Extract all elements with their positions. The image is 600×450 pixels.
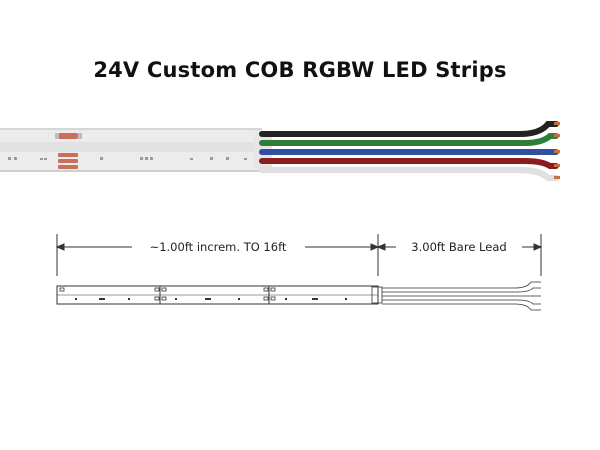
component xyxy=(75,298,77,300)
arrowhead xyxy=(533,243,543,251)
component xyxy=(345,298,347,300)
pad xyxy=(154,287,160,292)
pad xyxy=(226,157,229,160)
outline-wire xyxy=(382,281,541,289)
pad xyxy=(210,157,213,160)
pad xyxy=(270,296,276,301)
resistor-bottom-1 xyxy=(58,153,78,157)
pad xyxy=(145,157,148,160)
tip-green xyxy=(554,134,560,137)
resistor-bottom-3 xyxy=(58,165,78,169)
pad xyxy=(161,287,167,292)
pad xyxy=(263,296,269,301)
pad xyxy=(40,158,43,160)
tip-white xyxy=(554,176,560,179)
wire-black xyxy=(259,121,559,137)
led-strip-render xyxy=(0,121,560,182)
arrowhead xyxy=(376,243,386,251)
pad xyxy=(161,296,167,301)
tip-red xyxy=(554,164,560,167)
pad xyxy=(270,287,276,292)
outline-solder-end xyxy=(371,286,383,304)
wire-white-outline xyxy=(258,166,560,182)
component xyxy=(205,298,211,300)
component xyxy=(312,298,318,300)
outline-wires xyxy=(382,281,541,311)
outline-wire xyxy=(382,287,541,293)
outline-wire xyxy=(382,303,541,311)
copper-tips xyxy=(554,122,560,179)
resistor-top xyxy=(58,133,78,139)
resistor-bottom-2 xyxy=(58,159,78,163)
wires xyxy=(258,121,560,182)
pad xyxy=(244,158,247,160)
pad xyxy=(150,157,153,160)
pad xyxy=(140,157,143,160)
pad xyxy=(154,296,160,301)
resistor-top-cap-right xyxy=(78,133,82,139)
wire-red xyxy=(259,158,559,169)
strip-components xyxy=(8,157,247,160)
outline-pads xyxy=(59,287,276,301)
outline-components xyxy=(75,298,347,300)
component xyxy=(175,298,177,300)
component xyxy=(99,298,105,300)
wire-green xyxy=(259,133,559,146)
component xyxy=(238,298,240,300)
strip-band xyxy=(0,142,262,152)
page-title: 24V Custom COB RGBW LED Strips xyxy=(93,58,507,82)
dimension-drawing xyxy=(55,234,543,311)
pad xyxy=(59,287,65,292)
pad xyxy=(8,157,11,160)
component xyxy=(285,298,287,300)
arrowhead xyxy=(370,243,380,251)
pad xyxy=(190,158,193,160)
outline-wire xyxy=(382,299,541,305)
pad xyxy=(100,157,103,160)
wire-white xyxy=(259,167,559,181)
arrowhead xyxy=(55,243,65,251)
strip-bottom-edge xyxy=(0,170,262,172)
pad xyxy=(263,287,269,292)
tip-blue xyxy=(554,150,560,153)
component xyxy=(128,298,130,300)
strip-top-edge xyxy=(0,128,262,130)
lead-length-label: 3.00ft Bare Lead xyxy=(411,240,506,254)
tip-black xyxy=(554,122,560,125)
pad xyxy=(14,157,17,160)
resistor-top-cap-left xyxy=(55,133,59,139)
strip-length-label: ~1.00ft increm. TO 16ft xyxy=(150,240,287,254)
pad xyxy=(44,158,47,160)
